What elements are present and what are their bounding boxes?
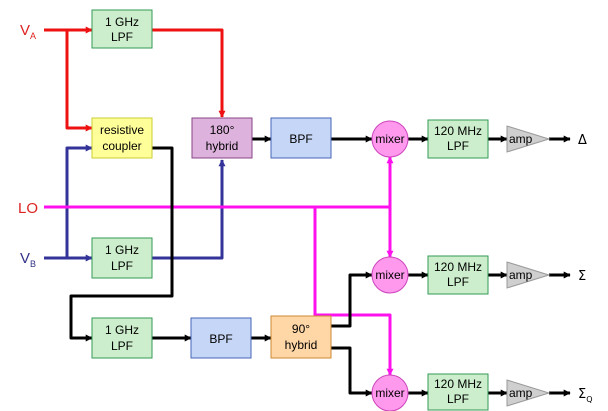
mixer-1: mixer bbox=[371, 120, 409, 158]
lpf-120mhz-3: 120 MHz LPF bbox=[427, 373, 489, 411]
svg-text:LPF: LPF bbox=[447, 392, 469, 406]
svg-text:mixer: mixer bbox=[375, 268, 404, 282]
signal-vb-label: VB bbox=[20, 250, 36, 269]
wire-lpf-to-hybrid180 bbox=[152, 28, 226, 118]
output-sigma-label: Σ bbox=[578, 269, 586, 284]
lpf-1ghz-top: 1 GHz LPF bbox=[91, 9, 153, 49]
signal-va-label: VA bbox=[20, 22, 36, 41]
output-delta-label: Δ bbox=[578, 133, 587, 148]
svg-text:LPF: LPF bbox=[111, 339, 133, 353]
svg-text:LPF: LPF bbox=[447, 139, 469, 153]
wire-lo-to-mixer3 bbox=[313, 207, 394, 376]
resistive-coupler: resistive coupler bbox=[91, 117, 153, 159]
svg-text:LPF: LPF bbox=[111, 259, 133, 273]
svg-text:90°: 90° bbox=[292, 322, 310, 336]
svg-text:BPF: BPF bbox=[209, 332, 232, 346]
bpf-bottom: BPF bbox=[190, 317, 252, 359]
mixer-2: mixer bbox=[371, 256, 409, 294]
bpf-top: BPF bbox=[270, 117, 332, 159]
svg-text:1 GHz: 1 GHz bbox=[105, 243, 139, 257]
svg-text:amp: amp bbox=[509, 132, 533, 146]
svg-text:120 MHz: 120 MHz bbox=[434, 124, 482, 138]
svg-text:120 MHz: 120 MHz bbox=[434, 377, 482, 391]
svg-text:BPF: BPF bbox=[289, 132, 312, 146]
hybrid-90: 90° hybrid bbox=[270, 315, 332, 359]
amp-1: amp bbox=[506, 125, 551, 153]
svg-text:hybrid: hybrid bbox=[206, 139, 239, 153]
wire-vb-to-coupler bbox=[65, 144, 93, 258]
wire-lpf-to-hybrid180-b bbox=[152, 159, 226, 260]
svg-text:hybrid: hybrid bbox=[285, 338, 318, 352]
wire-coupler-to-lpf bbox=[69, 146, 174, 342]
lpf-120mhz-1: 120 MHz LPF bbox=[427, 119, 489, 159]
lpf-120mhz-2: 120 MHz LPF bbox=[427, 255, 489, 295]
svg-text:LPF: LPF bbox=[111, 30, 133, 44]
lpf-1ghz-mid: 1 GHz LPF bbox=[91, 237, 153, 279]
svg-text:amp: amp bbox=[509, 386, 533, 400]
wire-va-to-coupler bbox=[65, 30, 93, 132]
svg-text:mixer: mixer bbox=[375, 132, 404, 146]
amp-2: amp bbox=[506, 261, 551, 289]
svg-text:mixer: mixer bbox=[375, 386, 404, 400]
svg-text:1 GHz: 1 GHz bbox=[105, 323, 139, 337]
amp-3: amp bbox=[506, 379, 551, 407]
mixer-3: mixer bbox=[371, 374, 409, 411]
hybrid-180: 180° hybrid bbox=[191, 117, 253, 159]
signal-lo-label: LO bbox=[18, 200, 38, 217]
svg-text:180°: 180° bbox=[210, 123, 235, 137]
output-sigma-q-label: ΣQ bbox=[578, 387, 593, 404]
wire-hybrid90-to-mixer3 bbox=[331, 346, 373, 397]
svg-text:LPF: LPF bbox=[447, 275, 469, 289]
lpf-1ghz-bottom: 1 GHz LPF bbox=[91, 317, 153, 359]
svg-text:1 GHz: 1 GHz bbox=[105, 15, 139, 29]
svg-text:amp: amp bbox=[509, 268, 533, 282]
svg-text:resistive: resistive bbox=[100, 123, 144, 137]
wire-hybrid90-to-mixer2 bbox=[331, 271, 373, 328]
svg-text:coupler: coupler bbox=[102, 139, 141, 153]
svg-text:120 MHz: 120 MHz bbox=[434, 260, 482, 274]
